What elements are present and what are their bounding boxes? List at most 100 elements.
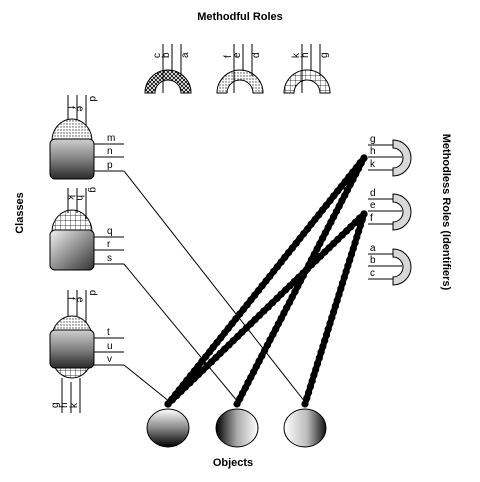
methodful-role-1: c b a — [144, 44, 192, 94]
methodless-role-3: a b c — [368, 243, 412, 286]
link-bead — [280, 309, 288, 317]
object-1 — [146, 408, 190, 448]
link-bead — [301, 400, 309, 408]
link-bead — [360, 154, 368, 162]
class-label: p — [107, 160, 113, 171]
link-bead — [347, 223, 355, 231]
link-bead — [291, 288, 299, 296]
role-label: e — [370, 200, 376, 211]
link-bead — [322, 331, 331, 339]
link-bead — [347, 250, 356, 258]
link-bead — [349, 244, 357, 253]
link-bead — [268, 299, 277, 307]
link-bead — [272, 325, 280, 333]
link-bead — [263, 341, 271, 349]
link-class2-object2 — [123, 263, 239, 403]
class-2: k h g q r s — [49, 187, 124, 271]
link-bead — [229, 337, 237, 345]
link-bead — [277, 314, 285, 322]
role-label: b — [370, 255, 376, 266]
link-bead — [352, 170, 360, 178]
link-bead — [357, 159, 365, 167]
class-label: g — [87, 187, 98, 193]
link-bead — [247, 373, 255, 381]
class-label: f — [65, 106, 76, 109]
link-bead — [333, 296, 341, 304]
link-bead — [274, 320, 282, 328]
object-2 — [215, 408, 259, 448]
role-label: h — [370, 146, 376, 157]
role-label: c — [370, 268, 375, 279]
role-label: d — [370, 188, 376, 199]
classes-title: Classes — [14, 192, 26, 234]
class-1: f e d m n p — [49, 95, 124, 180]
class-label: f — [65, 297, 76, 300]
class-label: k — [65, 195, 76, 201]
link-bead — [307, 256, 316, 264]
link-bead — [356, 221, 364, 230]
role-label: k — [291, 52, 302, 58]
link-bead — [233, 400, 241, 408]
link-bead — [355, 227, 363, 235]
link-bead — [360, 210, 368, 218]
role-label: h — [300, 52, 311, 58]
link-bead — [321, 337, 329, 345]
link-bead — [310, 371, 318, 379]
class-label: g — [50, 402, 61, 408]
link-bead — [269, 330, 277, 339]
link-bead — [330, 213, 338, 221]
link-bead — [255, 357, 263, 365]
link-bead — [328, 314, 336, 322]
methodful-role-2: f e d — [216, 44, 264, 94]
link-bead — [332, 207, 340, 216]
link-bead — [331, 302, 339, 310]
role-label: d — [251, 52, 262, 58]
link-bead — [308, 377, 316, 385]
link-bead — [316, 240, 324, 248]
class-label: e — [74, 106, 85, 112]
role-label: f — [223, 55, 234, 58]
link-bead — [335, 202, 343, 210]
link-bead — [335, 291, 343, 299]
link-class3-object1 — [123, 364, 171, 403]
link-bead — [330, 308, 338, 316]
link-bead — [353, 233, 361, 241]
link-bead — [327, 218, 335, 226]
methodful-roles-title: Methodful Roles — [197, 11, 283, 23]
link-bead — [337, 285, 345, 293]
link-bead — [358, 216, 366, 224]
role-label: f — [370, 213, 373, 224]
class-label: e — [74, 297, 85, 303]
methodless-role-1: g h k — [368, 134, 412, 177]
link-bead — [340, 273, 348, 281]
link-bead — [326, 319, 334, 327]
link-bead — [319, 234, 327, 242]
class-label: r — [107, 239, 111, 250]
link-bead — [315, 354, 323, 362]
role-label: a — [370, 243, 376, 254]
link-bead — [299, 272, 307, 280]
link-bead — [341, 191, 349, 199]
link-bead — [338, 279, 347, 287]
link-bead — [252, 363, 260, 371]
class-label: q — [107, 226, 113, 237]
link-bead — [354, 165, 363, 173]
link-bead — [241, 384, 249, 392]
link-bead — [338, 197, 346, 205]
class-label: u — [107, 341, 113, 352]
class-label: v — [107, 354, 112, 365]
link-bead — [306, 383, 314, 391]
link-bead — [312, 365, 320, 374]
methodless-role-2: d e f — [368, 188, 412, 231]
link-bead — [173, 392, 181, 400]
link-bead — [294, 282, 302, 290]
link-bead — [319, 342, 327, 350]
role-label: k — [370, 159, 376, 170]
link-bead — [236, 395, 244, 403]
identifier-links — [164, 154, 368, 408]
class-label: d — [87, 96, 98, 102]
class-label: h — [74, 195, 85, 201]
link-bead — [261, 346, 269, 355]
methodful-role-3: k h g — [283, 44, 331, 94]
